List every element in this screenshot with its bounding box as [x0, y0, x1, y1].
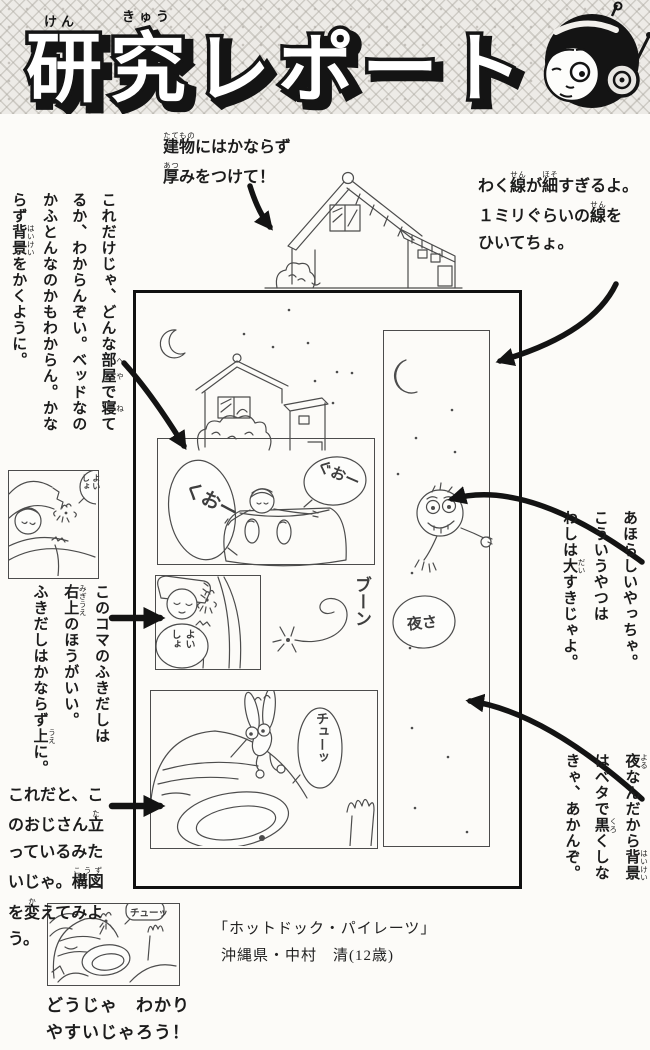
page-title-shadow: 研究レポート: [33, 33, 537, 114]
annotation-line: う。: [8, 930, 40, 948]
annotation-line: ふきだしはかならず上うえに。: [31, 584, 57, 776]
annotation-love-it: あほらしいやっちゃ。 こういうやつは わしは大だいすきじゃよ。: [548, 510, 644, 710]
annotation-line: 右上みぎうえのほうがいい。: [62, 584, 88, 728]
sfx-boon: ブーン: [352, 576, 371, 627]
title-art: 研究レポート 研究レポート けん きゅう: [23, 1, 650, 114]
annotation-line: っているみた: [8, 843, 104, 861]
annotation-line: るか、わからんぞい。ベッドなの: [70, 192, 88, 432]
annotation-line: このコマのふきだしは: [93, 584, 110, 744]
arrow-frame-line: [495, 281, 619, 367]
sfx-chu-main: チューッ: [314, 712, 329, 764]
annotation-bubble-position: このコマのふきだしは 右上みぎうえのほうがいい。 ふきだしはかならず上うえに。: [8, 584, 116, 792]
annotation-line: かふとんなのかもわからん。かな: [41, 192, 58, 432]
panel2-sleeping-drawing: [167, 456, 367, 567]
sfx-yoisho: よい しょ: [169, 629, 194, 649]
panel-big-face: [150, 690, 378, 849]
credit-block: 「ホットドック・パイレーツ」 沖縄県・中村 清(12歳): [213, 916, 436, 970]
demo-house-drawing: [264, 171, 463, 289]
arrow-building: [247, 183, 273, 231]
annotation-line: ひいてちょ。: [478, 234, 574, 252]
annotation-composition: これだと、こ のおじさん立た っているみた いじゃ。構図こうず を変かえてみよ …: [8, 783, 140, 953]
panel-sleeping-wide: [157, 438, 375, 565]
annotation-line: を変かえてみよ: [8, 896, 104, 922]
annotation-line: のおじさん立た: [8, 809, 105, 835]
annotation-night-black: 夜よるなんだから背景はいけい はベタで黒くろくしな きゃ、あかんぞ。: [552, 753, 649, 918]
credit-work-title: 「ホットドック・パイレーツ」: [213, 921, 437, 937]
example-panel-composition-fix: [47, 903, 180, 986]
panel1-house-night-drawing: [159, 308, 354, 451]
annotation-line: どうじゃ わかり: [46, 996, 190, 1015]
annotation-conclusion: どうじゃ わかり やすいじゃろう！: [46, 992, 190, 1046]
title-banner: 研究レポート 研究レポート けん きゅう: [0, 0, 650, 114]
annotation-line: これだと、こ: [8, 787, 104, 804]
mosquito-flight-drawing: [272, 597, 348, 653]
panel3-closeup-drawing: [155, 575, 242, 669]
manga-page-frame: [133, 290, 522, 889]
bubble-text-yoru-sa: 夜さ: [406, 613, 438, 634]
annotation-building-thickness: 建物たてものにはかならず 厚あつみをつけて！: [163, 131, 291, 192]
example-panel-bubble-fix: [8, 470, 99, 579]
sfx-chu-example: チューッ: [130, 908, 169, 919]
example2-drawing: [49, 904, 177, 983]
example1-drawing: [9, 471, 96, 576]
annotation-line: やすいじゃろう！: [46, 1023, 190, 1043]
arrow-background: [121, 360, 187, 450]
annotation-line: 建物たてものにはかならず: [163, 131, 291, 156]
credit-author: 沖縄県・中村 清(12歳): [221, 948, 394, 964]
annotation-frame-line: わく線せんが細ほそすぎるよ。 １ミリぐらいの線せんを ひいてちょ。: [478, 170, 638, 257]
title-furigana-kyuu: きゅう: [122, 9, 173, 24]
annotation-line: いじゃ。構図こうず: [8, 866, 104, 892]
tall-panel-drawing: [392, 359, 493, 834]
arrow-love-it: [447, 486, 645, 565]
annotation-background-needed: これだけじゃ、どんな部屋へやで寝ねて るか、わからんぞい。ベッドなの かふとんな…: [2, 192, 124, 467]
annotation-line: 夜よるなんだから背景はいけい: [623, 753, 649, 881]
title-furigana-ken: けん: [44, 14, 78, 29]
annotation-line: あほらしいやっちゃ。: [621, 510, 638, 670]
helmet-boy-icon: [543, 1, 650, 108]
page-title: 研究レポート: [26, 27, 530, 112]
annotation-line: らず背景はいけいをかくように。: [10, 192, 36, 368]
annotation-line: これだけじゃ、どんな部屋へやで寝ねて: [99, 192, 125, 432]
arrow-night-black: [465, 693, 645, 802]
panel-tall-night: [383, 330, 490, 847]
annotation-line: はベタで黒くろくしな: [592, 753, 618, 881]
annotation-line: わしは大だいすきじゃよ。: [561, 510, 586, 670]
sfx-yoisho-example: よい しょ: [81, 474, 101, 490]
annotation-line: こういうやつは: [591, 510, 609, 622]
panel4-bigface-drawing: [151, 691, 375, 846]
annotation-line: きゃ、あかんぞ。: [563, 753, 581, 881]
annotation-line: １ミリぐらいの線せんを: [478, 200, 623, 226]
critique-arrows: [108, 183, 645, 818]
annotation-line: わく線せんが細ほそすぎるよ。: [478, 170, 639, 195]
annotation-line: 厚あつみをつけて！: [163, 161, 276, 187]
